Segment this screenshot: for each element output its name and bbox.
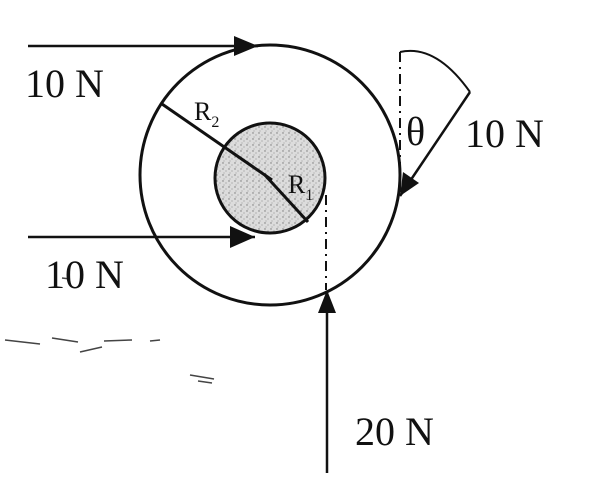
inner-radius-line: [262, 172, 310, 224]
scan-noise: [4, 277, 215, 384]
radius-label-inner: R1: [288, 170, 313, 204]
force-label-bottom: 20 N: [355, 409, 434, 454]
radius-label-outer: R2: [194, 97, 219, 131]
angle-arc: [399, 49, 471, 93]
force-arrow-middle-left: [28, 226, 255, 248]
angle-label: θ: [406, 109, 425, 154]
force-arrow-bottom: [318, 290, 336, 473]
force-label-middle-left: 10 N: [45, 252, 124, 297]
force-label-top-left: 10 N: [25, 61, 104, 106]
force-arrow-top-left: [28, 36, 258, 56]
force-label-right: 10 N: [465, 111, 544, 156]
outer-circle: [138, 43, 402, 307]
outer-radius-line: [161, 102, 273, 182]
force-arrow-angled: [398, 91, 472, 197]
